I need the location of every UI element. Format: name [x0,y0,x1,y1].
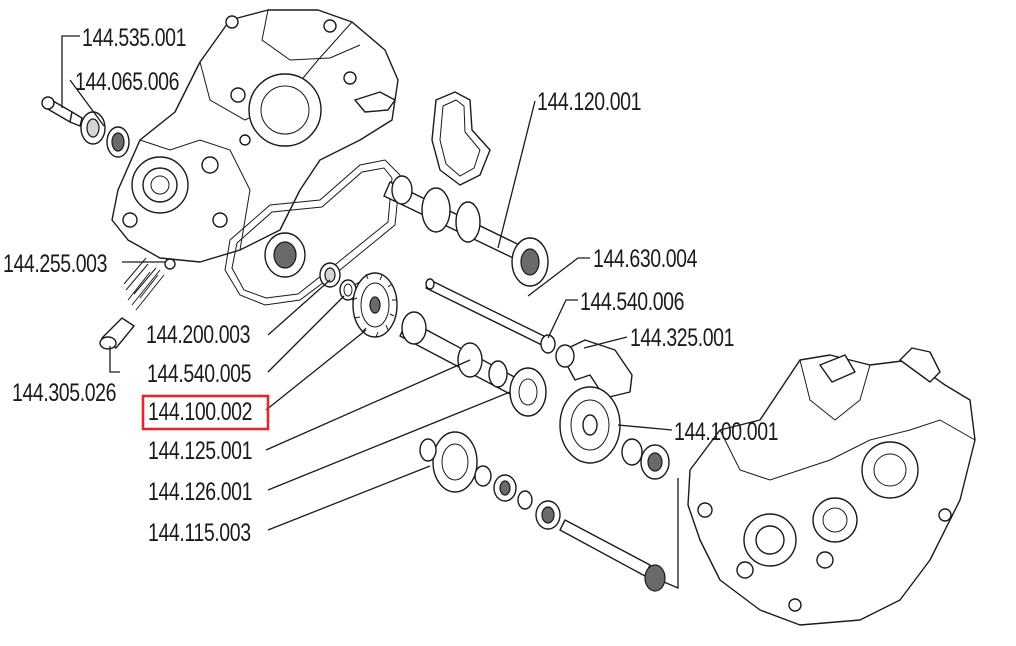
shim-part[interactable] [540,334,556,354]
gear-part-100-001[interactable] [559,386,670,480]
label-144-100-002[interactable]: 144.100.002 [148,398,252,426]
gear-part-100-002[interactable] [351,272,398,338]
selected-part-highlight [141,394,270,431]
label-144-540-006[interactable]: 144.540.006 [580,288,684,316]
label-144-120-001[interactable]: 144.120.001 [537,88,641,116]
label-144-325-001[interactable]: 144.325.001 [630,324,734,352]
label-144-126-001[interactable]: 144.126.001 [148,478,252,506]
dog-clutch-part[interactable] [509,367,547,417]
label-144-630-004[interactable]: 144.630.004 [593,245,697,273]
label-144-200-003[interactable]: 144.200.003 [146,321,250,349]
detent-spring-part[interactable] [123,257,176,311]
right-crankcase-half[interactable] [687,347,976,626]
o-ring-part[interactable] [319,262,341,288]
label-144-125-001[interactable]: 144.125.001 [148,437,252,465]
selector-fork-part[interactable] [555,339,633,399]
selector-shaft-part[interactable] [425,278,553,349]
kick-shaft-part[interactable] [559,519,666,592]
leader-lines [61,35,679,589]
label-144-100-001[interactable]: 144.100.001 [674,418,778,446]
part-labels: 144.535.001 144.065.006 144.120.001 144.… [3,24,778,547]
label-144-255-003[interactable]: 144.255.003 [3,250,107,278]
crank-seal-part[interactable] [80,111,106,145]
crank-bearing-part[interactable] [106,126,130,158]
crankcase-gasket-part[interactable] [224,159,401,306]
kick-gear-part[interactable] [419,431,561,530]
splined-shaft-part[interactable] [399,311,521,396]
label-144-535-001[interactable]: 144.535.001 [82,24,186,52]
label-144-540-005[interactable]: 144.540.005 [147,360,251,388]
bolt-part[interactable] [41,96,83,127]
label-144-305-026[interactable]: 144.305.026 [12,379,116,407]
label-144-065-006[interactable]: 144.065.006 [75,68,179,96]
left-crankcase-half[interactable] [111,9,399,263]
cover-gasket-part[interactable] [431,91,491,186]
detent-plug-part[interactable] [99,317,135,350]
label-144-115-003[interactable]: 144.115.003 [148,519,251,547]
primary-shaft-part[interactable] [383,175,549,287]
